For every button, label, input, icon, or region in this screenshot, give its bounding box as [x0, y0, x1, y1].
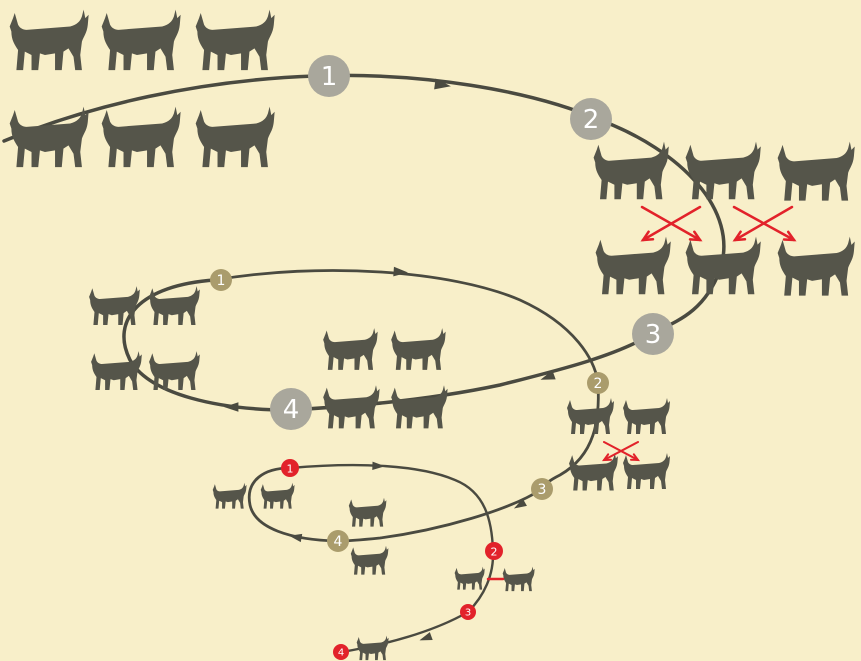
stage-marker-large-2: 2	[570, 98, 612, 140]
lynx-silhouette-icon	[101, 9, 181, 71]
lynx-silhouette-icon	[685, 141, 761, 200]
stage-marker-small-2-label: 2	[491, 546, 498, 559]
lynx-silhouette-icon	[323, 328, 378, 370]
stage-marker-small-3-label: 3	[465, 608, 471, 619]
arrowhead-icon	[419, 632, 433, 641]
lynx-silhouette-icon	[777, 141, 855, 201]
lynx-silhouette-icon	[595, 236, 671, 295]
lynx-silhouette-icon	[149, 351, 200, 390]
lynx-silhouette-icon	[777, 236, 855, 296]
lynx-silhouette-icon	[323, 385, 380, 429]
arrowhead-icon	[434, 78, 451, 90]
lynx-silhouette-icon	[391, 328, 446, 370]
arrowhead-icon	[513, 498, 527, 509]
stage-marker-large-2-label: 2	[583, 105, 600, 135]
lynx-silhouette-icon	[195, 9, 275, 71]
lynx-silhouette-icon	[348, 497, 387, 527]
lynx-silhouette-icon	[623, 398, 670, 434]
arrowhead-icon	[289, 533, 303, 543]
path-large-4-medium-1	[122, 278, 292, 412]
stage-marker-small-1: 1	[281, 459, 299, 477]
stage-marker-small-4-label: 4	[338, 648, 344, 659]
lynx-silhouette-icon	[391, 385, 448, 429]
crossed-arrows-icon	[640, 205, 703, 242]
stage-marker-medium-1-label: 1	[217, 273, 226, 289]
stage-marker-small-2: 2	[485, 542, 503, 560]
path-medium-3-4	[336, 487, 544, 543]
lynx-silhouette-icon	[567, 398, 614, 434]
stage-marker-small-4: 4	[333, 644, 349, 660]
lynx-silhouette-icon	[356, 635, 389, 661]
path-medium-1-2	[213, 269, 600, 385]
stage-marker-medium-2-label: 2	[594, 376, 603, 392]
stage-marker-large-3-label: 3	[645, 320, 662, 350]
stage-marker-large-4: 4	[270, 388, 312, 430]
lynx-silhouette-icon	[89, 286, 140, 325]
lynx-silhouette-icon	[569, 453, 618, 491]
arrowhead-icon	[224, 402, 239, 412]
lynx-silhouette-icon	[454, 566, 485, 590]
stage-marker-medium-3-label: 3	[538, 482, 547, 498]
stage-marker-large-4-label: 4	[283, 395, 300, 425]
lynx-silhouette-icon	[212, 482, 247, 509]
arrowhead-icon	[372, 461, 385, 471]
lynx-silhouette-icon	[101, 106, 181, 168]
crossed-arrows-icon	[601, 441, 641, 462]
crossed-arrows-icon	[732, 205, 797, 242]
stage-marker-medium-4-label: 4	[334, 534, 343, 550]
stage-marker-small-1-label: 1	[287, 463, 294, 476]
lynx-silhouette-icon	[623, 453, 670, 489]
lynx-silhouette-icon	[502, 566, 535, 592]
stage-marker-medium-2: 2	[587, 372, 609, 394]
stage-marker-large-3: 3	[632, 313, 674, 355]
stage-marker-large-1: 1	[308, 55, 350, 97]
stage-marker-small-3: 3	[460, 604, 476, 620]
arrowhead-icon	[393, 266, 408, 277]
path-medium-4-small-1	[247, 466, 340, 543]
lynx-silhouette-icon	[350, 545, 389, 575]
lynx-silhouette-icon	[260, 482, 295, 509]
stage-marker-medium-4: 4	[327, 530, 349, 552]
lynx-silhouette-icon	[91, 351, 142, 390]
stage-marker-large-1-label: 1	[321, 62, 338, 92]
arrowhead-icon	[540, 370, 556, 380]
path-small-1-2	[288, 463, 495, 553]
lynx-silhouette-icon	[9, 9, 89, 71]
path-large-1-2	[2, 73, 602, 143]
lynx-silhouette-icon	[195, 106, 275, 168]
stage-marker-medium-1: 1	[210, 269, 232, 291]
stage-marker-medium-3: 3	[531, 478, 553, 500]
path-large-2-3	[598, 118, 726, 334]
